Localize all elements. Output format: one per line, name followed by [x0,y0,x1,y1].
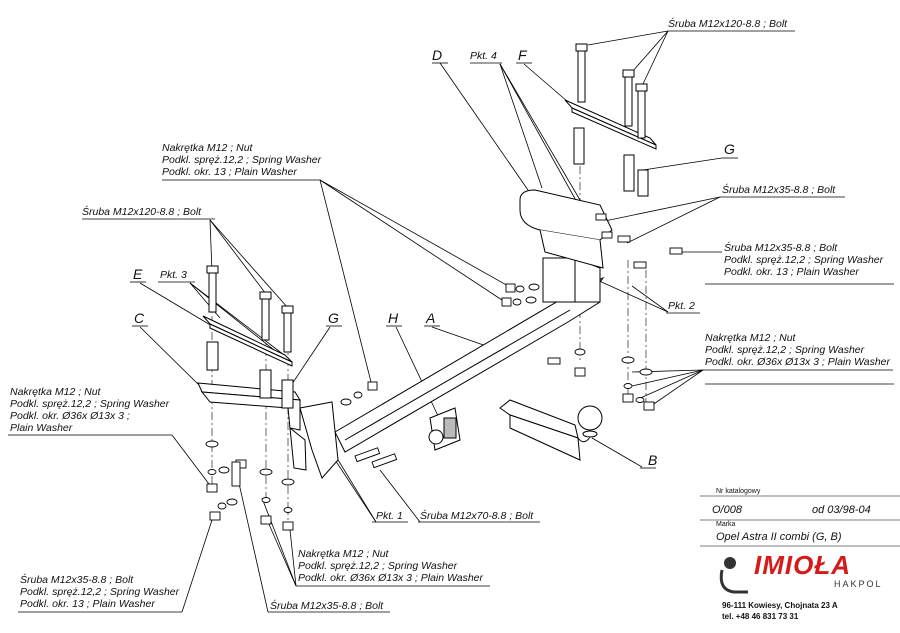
info-table-frame [700,495,900,547]
part-letter-g-left: G [328,310,339,326]
left-bracket-c [197,382,307,471]
label-nut-bottom-2: Podkl. spręż.12,2 ; Spring Washer [298,560,458,572]
label-pkt1: Pkt. 1 [376,510,403,522]
imiola-logo: IMIOŁA HAKPOL [716,548,888,598]
label-nut-left-1: Nakrętka M12 ; Nut [10,386,101,398]
label-pkt4: Pkt. 4 [470,50,497,62]
logo-name: IMIOŁA [754,550,851,580]
label-nut-top-3: Podkl. okr. 13 ; Plain Washer [162,166,297,178]
label-nut-bottom-1: Nakrętka M12 ; Nut [298,548,389,560]
address-line1: 96-111 Kowiesy, Chojnata 23 A [722,601,838,610]
socket-plate-h [428,407,461,451]
label-bolt-bottom-left-2: Podkl. spręż.12,2 ; Spring Washer [20,586,180,598]
part-letter-d: D [432,47,443,63]
label-bolt-bottom-left-3: Podkl. okr. 13 ; Plain Washer [20,598,155,610]
label-nut-left-3: Podkl. okr. Ø36x Ø13x 3 ; [10,410,130,422]
label-nut-top-2: Podkl. spręż.12,2 ; Spring Washer [162,154,322,166]
part-letter-f: F [518,47,527,63]
top-right-plate-f [564,99,657,150]
model-value: Opel Astra II combi (G, B) [716,531,842,543]
label-bolt-bottom-left-1: Śruba M12x35-8.8 ; Bolt [20,574,134,586]
label-nut-left-4: Plain Washer [10,422,73,434]
top-right-bracket-d [519,189,613,269]
label-pkt2: Pkt. 2 [668,300,695,312]
catalog-value: O/008 [712,504,742,516]
address-line2: tel. +48 46 831 73 31 [722,612,799,621]
ball-mount-b [499,399,603,461]
long-bolts [206,43,648,353]
part-letter-a: A [426,310,436,326]
leader-lines [8,30,894,613]
catalog-label: Nr katalogowy [716,488,761,495]
label-nut-right-1: Nakrętka M12 ; Nut [705,332,796,344]
part-letter-e: E [133,266,143,282]
brand-label: Marka [716,521,736,528]
label-bolt-right-35: Śruba M12x35-8.8 ; Bolt [722,184,836,196]
label-bolt-right-35-w3: Podkl. okr. 13 ; Plain Washer [724,266,859,278]
label-nut-top-1: Nakrętka M12 ; Nut [162,142,253,154]
washers-nuts [205,283,655,531]
label-pkt3: Pkt. 3 [160,269,187,281]
label-bolt-top-right: Śruba M12x120-8.8 ; Bolt [668,18,788,30]
label-bolt-bottom-35: Śruba M12x35-8.8 ; Bolt [270,600,384,612]
left-plate-e [202,315,293,367]
hakpol-hook-icon [719,557,748,594]
label-bolt-left-120: Śruba M12x120-8.8 ; Bolt [82,206,202,218]
part-letter-c: C [134,310,145,326]
label-bolt-right-35-w1: Śruba M12x35-8.8 ; Bolt [724,242,838,254]
date-value: od 03/98-04 [812,504,871,516]
label-nut-right-2: Podkl. spręż.12,2 ; Spring Washer [705,344,865,356]
label-nut-left-2: Podkl. spręż.12,2 ; Spring Washer [10,398,170,410]
short-bolts [231,213,683,487]
part-letter-h: H [388,310,399,326]
part-letter-g-right: G [724,141,735,157]
logo-sub: HAKPOL [834,579,883,589]
label-bolt-right-35-w2: Podkl. spręż.12,2 ; Spring Washer [724,254,884,266]
main-crossbar [299,257,605,479]
label-bolt-70: Śruba M12x70-8.8 ; Bolt [420,510,534,522]
label-nut-bottom-3: Podkl. okr. Ø36x Ø13x 3 ; Plain Washer [298,572,484,584]
label-nut-right-3: Podkl. okr. Ø36x Ø13x 3 ; Plain Washer [705,356,891,368]
part-letter-b: B [648,452,658,468]
spacer-tubes [206,127,649,409]
